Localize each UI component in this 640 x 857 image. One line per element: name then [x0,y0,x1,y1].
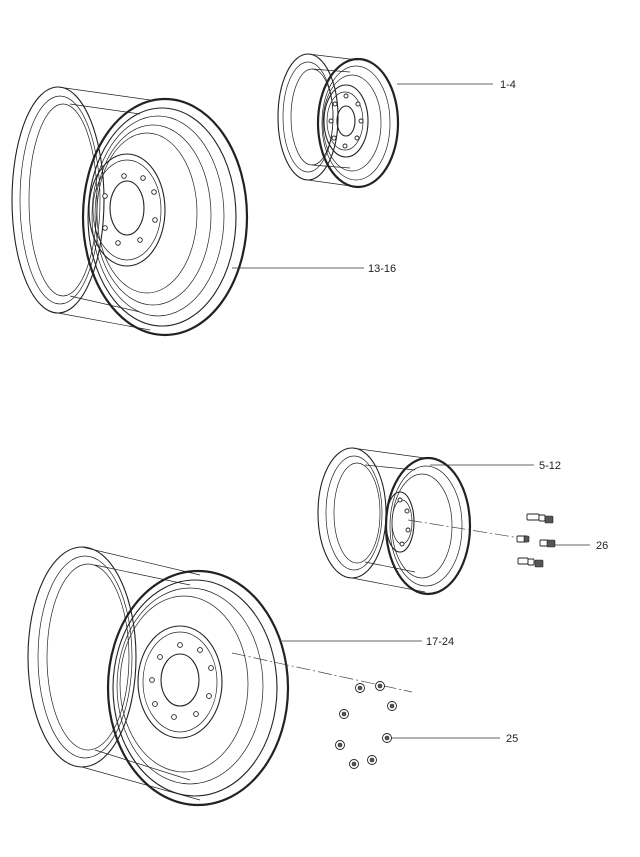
callout-17-24: 17-24 [426,636,454,648]
axis-wheel-17-24 [231,652,413,693]
wheel-13-16 [11,86,249,337]
callout-1-4: 1-4 [500,79,516,91]
nuts-25 [335,681,397,769]
callout-5-12: 5-12 [539,460,561,472]
callout-26: 26 [596,540,608,552]
studs-26 [516,513,556,568]
callout-13-16: 13-16 [368,263,396,275]
callout-25: 25 [506,733,518,745]
wheel-5-12 [317,447,472,596]
wheel-17-24 [27,546,290,807]
axis-wheel-5-12 [407,519,521,539]
wheel-1-4 [277,53,400,189]
